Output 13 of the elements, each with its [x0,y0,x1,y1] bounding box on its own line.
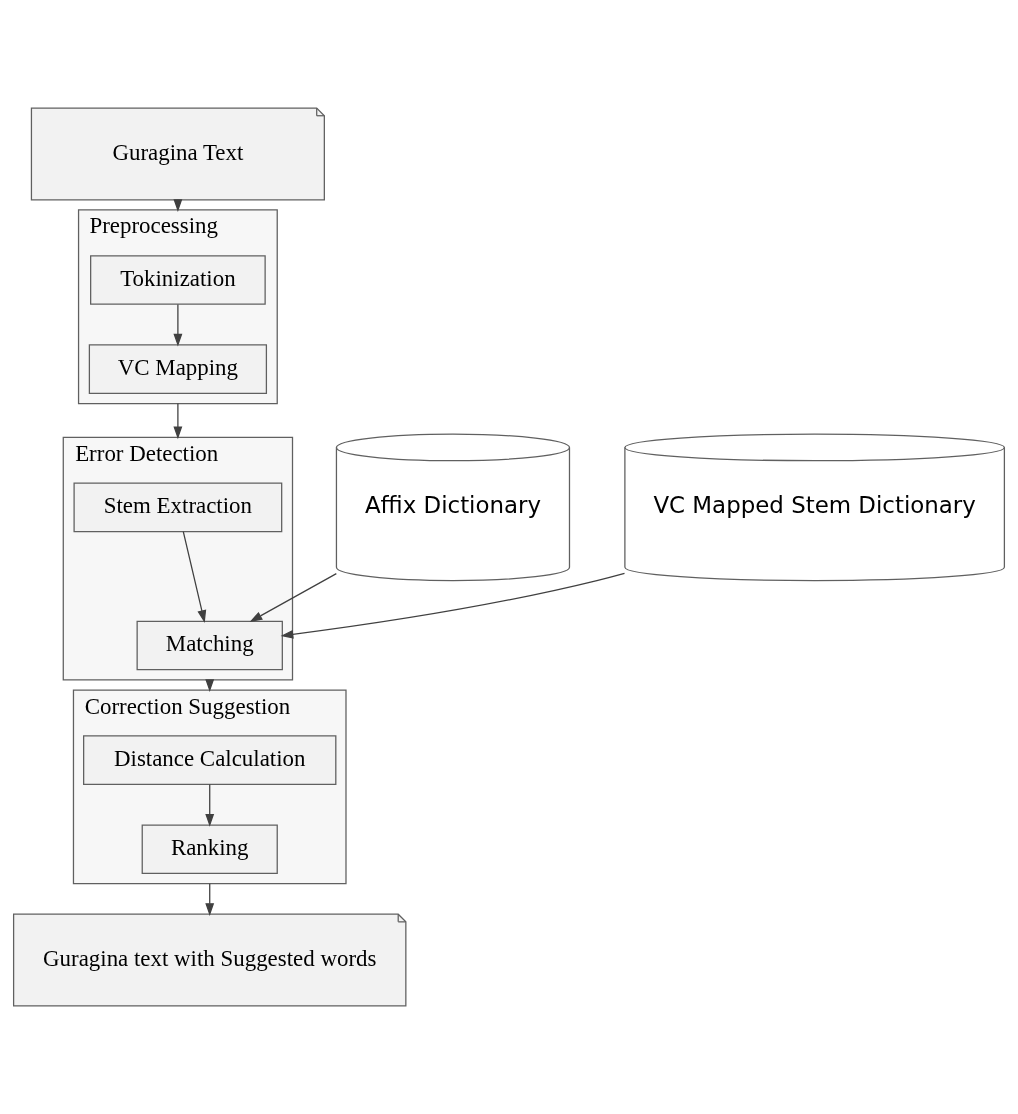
node-box: Ranking [141,824,278,875]
node-box: Distance Calculation [83,735,337,785]
arrow [205,883,215,916]
node-box: Tokinization [90,255,266,305]
node-box: Stem Extraction [73,482,283,533]
arrow [173,303,183,347]
node-box: VC Mapping [88,344,268,394]
arrow [205,783,215,827]
arrow [249,573,337,622]
arrow [182,531,207,623]
node-box: Matching [136,620,283,671]
arrow [173,402,183,440]
arrow [280,572,626,639]
